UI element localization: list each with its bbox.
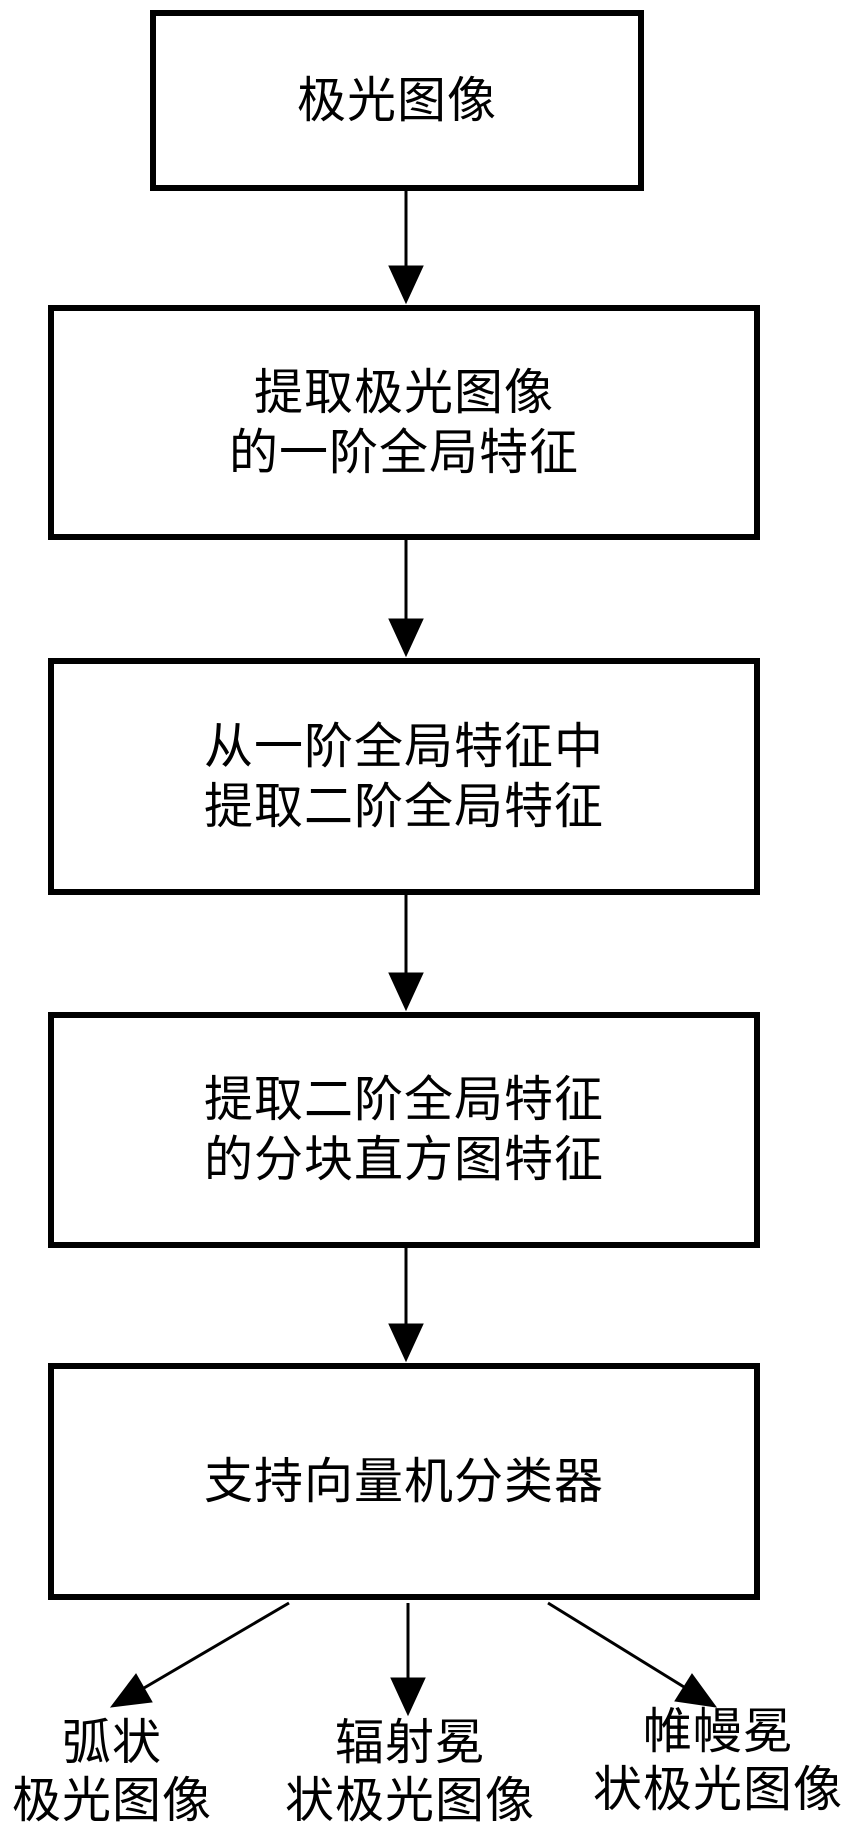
flow-box-first-order-line1: 提取极光图像 xyxy=(253,364,554,420)
flow-box-svm-line1: 支持向量机分类器 xyxy=(203,1453,604,1509)
arrow-down-1 xyxy=(388,191,424,305)
flow-box-second-order-features: 从一阶全局特征中 提取二阶全局特征 xyxy=(48,658,760,895)
flow-box-aurora-image: 极光图像 xyxy=(150,10,644,191)
flow-box-histogram-line1: 提取二阶全局特征 xyxy=(203,1072,604,1128)
output-label-drapery-corona-aurora: 帷幔冕 状极光图像 xyxy=(593,1703,843,1819)
output-label-drapery-line1: 帷幔冕 xyxy=(642,1704,794,1759)
output-label-radial-corona-aurora: 辐射冕 状极光图像 xyxy=(285,1714,535,1830)
arrow-down-2 xyxy=(388,540,424,658)
arrow-down-4 xyxy=(388,1248,424,1363)
arrow-branch-left xyxy=(109,1601,290,1708)
output-label-radial-line1: 辐射冕 xyxy=(334,1715,486,1770)
output-label-arc-line1: 弧状 xyxy=(61,1715,163,1770)
arrow-branch-middle xyxy=(390,1603,426,1717)
output-label-drapery-line2: 状极光图像 xyxy=(592,1761,844,1817)
flow-box-aurora-image-line1: 极光图像 xyxy=(296,72,497,128)
flow-box-second-order-line2: 提取二阶全局特征 xyxy=(203,778,604,834)
flow-box-svm-classifier: 支持向量机分类器 xyxy=(48,1363,760,1600)
flow-box-first-order-line2: 的一阶全局特征 xyxy=(228,424,579,480)
flow-box-histogram-line2: 的分块直方图特征 xyxy=(203,1132,604,1187)
output-label-arc-aurora: 弧状 极光图像 xyxy=(12,1714,212,1830)
output-label-radial-line2: 状极光图像 xyxy=(284,1772,536,1828)
arrow-branch-right xyxy=(547,1601,718,1708)
flow-box-first-order-features: 提取极光图像 的一阶全局特征 xyxy=(48,305,760,540)
output-label-arc-line2: 极光图像 xyxy=(11,1772,213,1828)
flow-box-block-histogram-features: 提取二阶全局特征 的分块直方图特征 xyxy=(48,1012,760,1248)
flow-box-second-order-line1: 从一阶全局特征中 xyxy=(203,718,604,774)
arrow-down-3 xyxy=(388,895,424,1012)
